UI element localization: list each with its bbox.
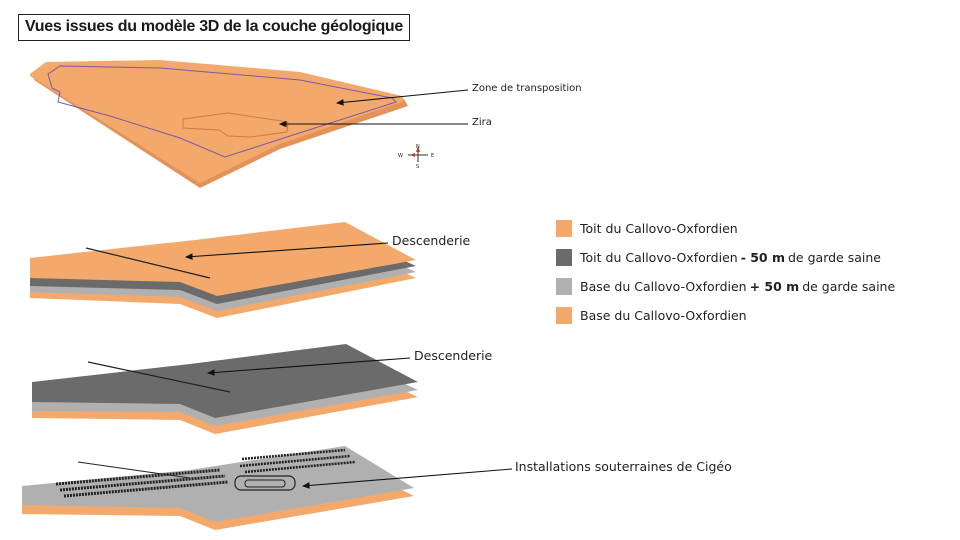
legend-text: Base du Callovo-Oxfordien bbox=[580, 279, 747, 294]
cigeo-installations bbox=[55, 448, 356, 498]
layer3-top-dark-gray bbox=[32, 344, 418, 418]
compass-n: N bbox=[416, 144, 420, 150]
label-installations: Installations souterraines de Cigéo bbox=[515, 459, 732, 474]
legend: Toit du Callovo-Oxfordien Toit du Callov… bbox=[556, 214, 895, 330]
legend-text: Base du Callovo-Oxfordien bbox=[580, 308, 747, 323]
zira-outline bbox=[182, 112, 289, 138]
arrow-installations bbox=[301, 468, 513, 489]
label-descenderie-1: Descenderie bbox=[392, 233, 471, 248]
descenderie-1-line bbox=[85, 247, 211, 279]
compass-w: W bbox=[398, 153, 403, 159]
legend-swatch bbox=[556, 278, 572, 295]
descenderie-2-line bbox=[87, 361, 231, 393]
legend-item: Base du Callovo-Oxfordien bbox=[556, 301, 895, 330]
zone-transposition-outline bbox=[47, 65, 397, 158]
arrow-descenderie-2 bbox=[206, 357, 411, 376]
label-descenderie-2: Descenderie bbox=[414, 348, 493, 363]
view-stack-orange-top: Descenderie bbox=[30, 222, 471, 318]
layer-top-orange bbox=[30, 222, 416, 296]
view-top-surface: N S W E Zone de transposition Zira bbox=[30, 60, 582, 188]
legend-swatch bbox=[556, 249, 572, 266]
top-surface bbox=[30, 60, 404, 183]
legend-swatch bbox=[556, 307, 572, 324]
view-installations: Installations souterraines de Cigéo bbox=[22, 446, 732, 530]
compass-s: S bbox=[416, 164, 419, 170]
legend-text-after: de garde saine bbox=[788, 250, 881, 265]
view-stack-gray-top: Descenderie bbox=[32, 344, 493, 434]
legend-bold: + 50 m bbox=[749, 279, 800, 294]
label-zone-transposition: Zone de transposition bbox=[472, 83, 582, 94]
diagram-title: Vues issues du modèle 3D de la couche gé… bbox=[18, 14, 410, 41]
arrow-zone-transposition bbox=[335, 89, 469, 106]
compass-e: E bbox=[431, 153, 434, 159]
legend-text: Toit du Callovo-Oxfordien bbox=[580, 250, 738, 265]
legend-item: Base du Callovo-Oxfordien + 50 m de gard… bbox=[556, 272, 895, 301]
legend-text: Toit du Callovo-Oxfordien bbox=[580, 221, 738, 236]
compass-rose: N S W E bbox=[398, 144, 434, 170]
legend-item: Toit du Callovo-Oxfordien - 50 m de gard… bbox=[556, 243, 895, 272]
legend-swatch bbox=[556, 220, 572, 237]
label-zira: Zira bbox=[472, 117, 492, 128]
legend-item: Toit du Callovo-Oxfordien bbox=[556, 214, 895, 243]
legend-text-after: de garde saine bbox=[802, 279, 896, 294]
legend-bold: - 50 m bbox=[740, 250, 785, 265]
arrow-descenderie-1 bbox=[184, 242, 389, 260]
